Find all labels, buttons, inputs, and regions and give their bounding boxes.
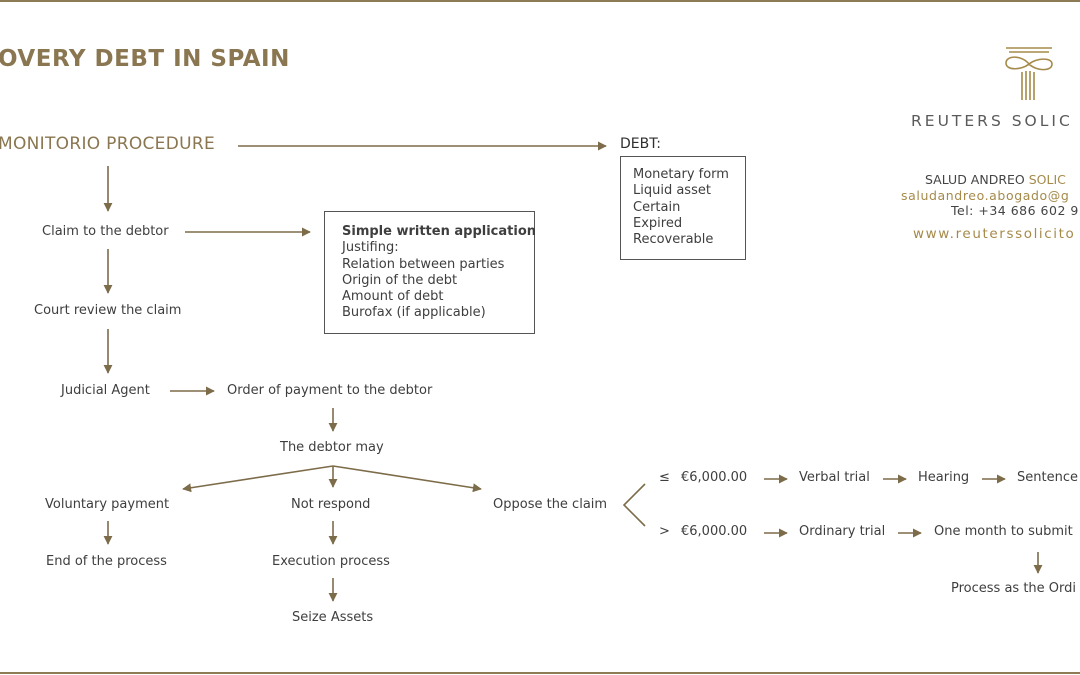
high-step: One month to submit — [934, 524, 1073, 539]
low-amount: €6,000.00 — [681, 470, 748, 485]
low-trial: Verbal trial — [799, 470, 870, 485]
contact-phone: Tel: +34 686 602 9 — [951, 203, 1079, 218]
bottom-rule — [0, 672, 1080, 674]
application-item: Relation between parties — [342, 256, 505, 272]
application-item: Origin of the debt — [342, 272, 458, 288]
step-court: Court review the claim — [34, 303, 182, 318]
logo-name: REUTERS SOLIC — [911, 112, 1073, 130]
low-symbol: ≤ — [659, 470, 670, 485]
oppose-split — [622, 483, 646, 527]
step-voluntary: Voluntary payment — [45, 497, 170, 512]
debt-item: Monetary form — [633, 167, 729, 182]
step-end: End of the process — [46, 554, 167, 569]
high-result: Process as the Ordi — [951, 581, 1076, 596]
contact-email[interactable]: saludandreo.abogado@g — [901, 188, 1070, 203]
low-step: Hearing — [918, 470, 970, 485]
application-item: Justifing: — [342, 240, 399, 256]
contact-name-highlight: SOLIC — [1028, 172, 1066, 187]
procedure-title: MONITORIO PROCEDURE — [0, 134, 215, 154]
arrow-may-oppose — [332, 465, 482, 493]
step-order: Order of payment to the debtor — [227, 383, 433, 398]
high-amount: €6,000.00 — [681, 524, 748, 539]
high-trial: Ordinary trial — [799, 524, 886, 539]
step-agent: Judicial Agent — [61, 383, 150, 398]
debt-item: Liquid asset — [633, 183, 711, 199]
contact-name-prefix: SALUD ANDREO — [925, 172, 1029, 187]
application-item: Amount of debt — [342, 289, 444, 305]
step-execution: Execution process — [272, 554, 390, 569]
high-symbol: > — [659, 524, 670, 539]
page-title: OVERY DEBT IN SPAIN — [0, 46, 290, 72]
top-rule — [0, 0, 1080, 2]
debt-item: Expired — [633, 215, 683, 231]
step-not-respond: Not respond — [291, 497, 371, 512]
step-seize: Seize Assets — [292, 610, 374, 625]
step-may: The debtor may — [280, 440, 384, 455]
application-item: Burofax (if applicable) — [342, 305, 486, 321]
application-box: Simple written application Justifing: Re… — [324, 211, 537, 334]
contact-name: SALUD ANDREO SOLIC — [925, 172, 1066, 188]
arrow-may-voluntary — [182, 465, 334, 493]
debt-label: DEBT: — [620, 136, 661, 152]
step-oppose: Oppose the claim — [493, 497, 608, 512]
debt-box: Monetary form Liquid asset Certain Expir… — [620, 156, 746, 260]
application-title: Simple written application — [342, 224, 537, 239]
debt-item: Certain — [633, 199, 681, 215]
pillar-logo-icon — [1005, 47, 1053, 100]
contact-website[interactable]: www.reuterssolicito — [913, 226, 1076, 242]
debt-item: Recoverable — [633, 232, 714, 248]
step-claim: Claim to the debtor — [42, 224, 169, 239]
low-result: Sentence — [1017, 470, 1078, 485]
